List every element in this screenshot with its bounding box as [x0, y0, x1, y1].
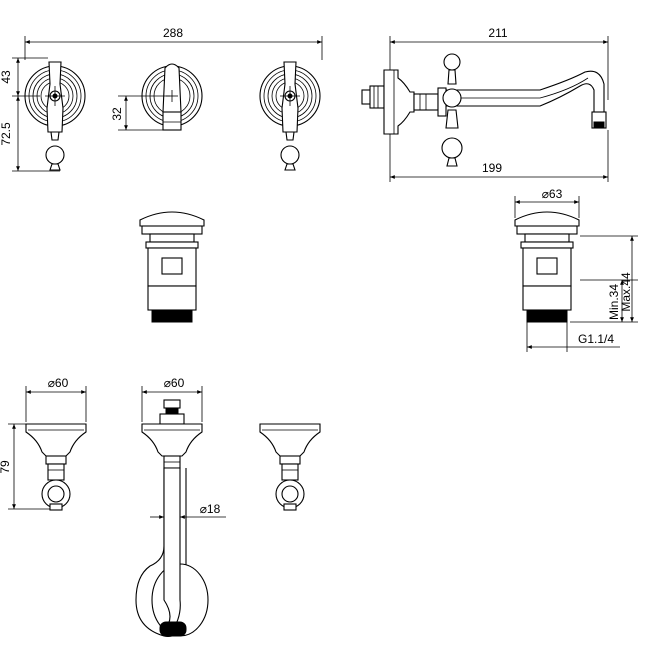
right-handle — [259, 61, 321, 171]
dimension-79: 79 — [0, 423, 50, 510]
dimension-label-60-center: ⌀60 — [164, 376, 185, 390]
right-rosette — [259, 423, 321, 511]
dimension-label-min: Min.34 — [607, 284, 621, 320]
dimension-72-5: 72.5 — [0, 96, 60, 172]
front-view-mixer-set: 288 43 72.5 — [0, 26, 323, 172]
dimension-label-288: 288 — [163, 26, 183, 40]
dimension-label-211: 211 — [488, 26, 507, 40]
dimension-43: 43 — [0, 57, 48, 97]
dimension-label-79: 79 — [0, 460, 12, 474]
dimension-32: 32 — [110, 95, 170, 131]
side-view-spout: 211 199 — [361, 26, 609, 182]
dimension-label-63: ⌀63 — [542, 187, 563, 201]
dimension-60-center: ⌀60 — [141, 376, 203, 422]
dimension-min-max: Min.34 Max.44 — [570, 235, 638, 323]
dimension-label-18: ⌀18 — [200, 502, 221, 516]
left-handle — [24, 61, 86, 171]
dimension-label-thread: G1.1/4 — [578, 332, 614, 346]
dimension-63: ⌀63 — [514, 187, 580, 218]
waste-valve-dimensioned: ⌀63 Min.34 Max.44 G1.1/4 — [514, 187, 638, 352]
dimension-label-max: Max.44 — [619, 272, 633, 312]
dimension-label-60-left: ⌀60 — [48, 376, 69, 390]
dimension-18: ⌀18 — [150, 502, 226, 519]
center-body: ⌀60 ⌀18 — [135, 376, 226, 638]
dimension-199: 199 — [389, 110, 609, 182]
waste-valve-front — [139, 211, 205, 323]
concealed-body-section: ⌀60 79 ⌀60 — [0, 376, 321, 638]
dimension-211: 211 — [389, 26, 609, 100]
left-rosette: ⌀60 79 — [0, 376, 87, 511]
dimension-288: 288 — [24, 26, 323, 60]
center-valve — [141, 63, 203, 131]
dimension-thread: G1.1/4 — [526, 322, 620, 352]
dimension-label-43: 43 — [0, 70, 13, 84]
dimension-label-199: 199 — [482, 161, 502, 175]
dimension-60-left: ⌀60 — [25, 376, 87, 422]
dimension-label-32: 32 — [110, 107, 124, 121]
dimension-label-72-5: 72.5 — [0, 122, 13, 146]
